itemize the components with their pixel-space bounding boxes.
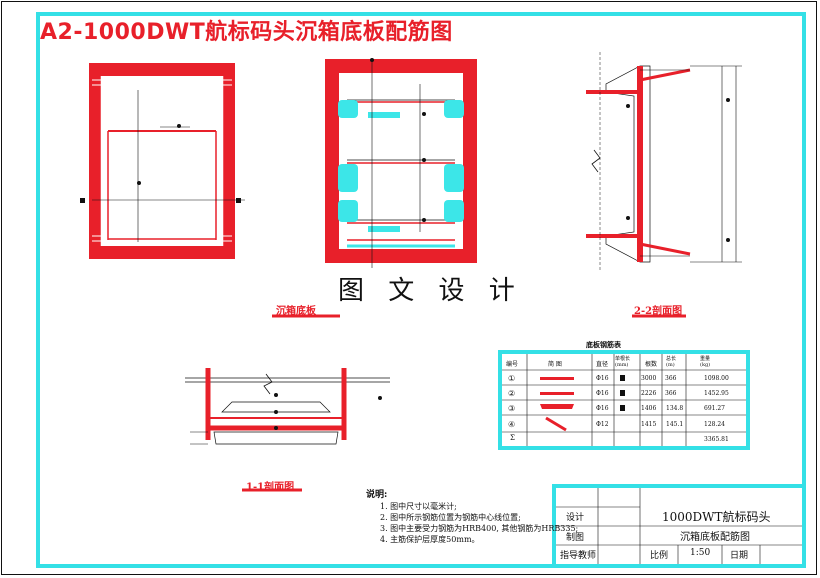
plan-view-label: 沉箱底板	[276, 306, 316, 317]
drawing-name: 沉箱底板配筋图	[680, 532, 750, 543]
table-header: 直径	[596, 361, 609, 368]
table-cell-len: 1415	[641, 421, 657, 428]
table-cell-total: 134.8	[666, 405, 684, 412]
title-block-frame	[552, 484, 806, 568]
table-cell-dia: Φ16	[596, 405, 609, 412]
drawing-title: A2-1000DWT航标码头沉箱底板配筋图	[40, 20, 453, 45]
project-title: 1000DWT航标码头	[662, 510, 771, 524]
table-cell-weight: 1098.00	[704, 375, 729, 382]
draw-label: 制图	[566, 533, 585, 543]
scale-value: 1:50	[690, 548, 711, 558]
table-cell-weight: 1452.95	[704, 390, 729, 397]
table-header: 重量 (kg)	[700, 356, 711, 368]
table-cell-weight: 3365.81	[704, 436, 729, 443]
rebar-table-frame	[498, 350, 750, 450]
watermark-text: 图 文 设 计	[338, 276, 523, 306]
section-1-1-label: 1-1剖面图	[246, 482, 295, 493]
table-header: 简 图	[548, 361, 562, 368]
rebar-table-title: 底板钢筋表	[586, 340, 621, 349]
notes-heading: 说明:	[366, 490, 388, 500]
reviewer-label: 指导教师	[560, 551, 597, 561]
table-cell-len: 3000	[641, 375, 657, 382]
section-2-2-label: 2-2剖面图	[634, 306, 683, 317]
design-notes: 说明: 1. 图中尺寸以毫米计; 2. 图中所示钢筋位置为钢筋中心线位置; 3.…	[366, 490, 578, 545]
note-item: 4. 主筋保护层厚度50mm。	[380, 535, 480, 544]
table-cell-len: 1406	[641, 405, 657, 412]
plan-view-center	[325, 58, 477, 268]
scale-label: 比例	[650, 551, 669, 561]
table-cell-len: 2226	[641, 390, 657, 397]
table-cell-dia: Φ12	[596, 421, 609, 428]
table-cell-dia: Φ16	[596, 390, 609, 397]
table-cell-total: 145.1	[666, 421, 684, 428]
table-cell-no: ②	[508, 389, 516, 398]
date-label: 日期	[730, 551, 749, 561]
table-cell-no: Σ	[510, 434, 515, 442]
table-cell-no: ④	[508, 420, 516, 429]
table-header: 编号	[506, 361, 519, 368]
section-1-1	[185, 368, 390, 445]
table-cell-count: 366	[665, 375, 677, 382]
table-cell-no: ①	[508, 374, 516, 383]
note-item: 3. 图中主要受力钢筋为HRB400, 其他钢筋为HRB335;	[380, 524, 579, 533]
table-cell-weight: 128.24	[704, 421, 725, 428]
note-item: 2. 图中所示钢筋位置为钢筋中心线位置;	[380, 513, 521, 522]
table-cell-count: 366	[665, 390, 677, 397]
section-2-2	[586, 52, 742, 272]
table-cell-dia: Φ16	[596, 375, 609, 382]
drawing-frame	[36, 12, 806, 568]
table-header: 单根长 (mm)	[615, 356, 631, 368]
table-header: 总长 (m)	[666, 356, 677, 368]
table-cell-weight: 691.27	[704, 405, 725, 412]
design-label: 设计	[566, 513, 585, 523]
table-cell-no: ③	[508, 404, 516, 413]
table-header: 根数	[645, 361, 658, 368]
note-item: 1. 图中尺寸以毫米计;	[380, 502, 457, 511]
plan-view-left	[80, 63, 245, 259]
